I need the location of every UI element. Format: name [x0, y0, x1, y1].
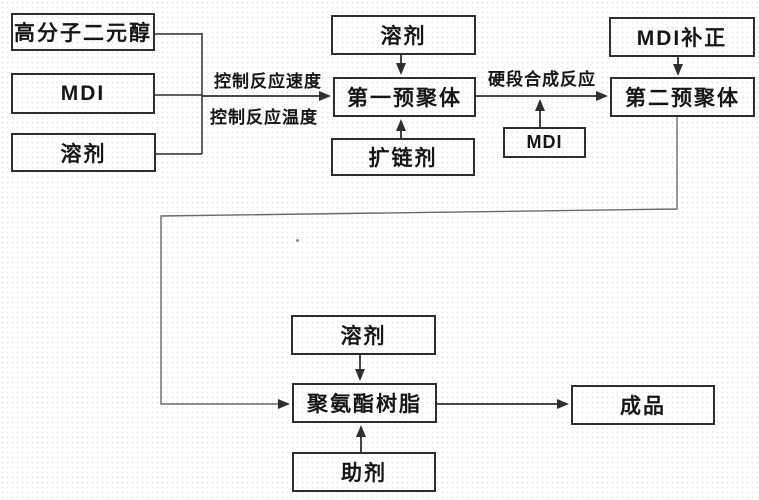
node-chain-extender-label: 扩链剂	[368, 147, 438, 170]
scan-speck	[296, 239, 299, 242]
node-mdi-correction-label: MDI补正	[636, 27, 728, 50]
node-solvent-left: 溶剂	[11, 133, 156, 172]
node-solvent-top: 溶剂	[331, 15, 476, 55]
node-solvent-top-label: 溶剂	[380, 25, 427, 48]
node-chain-extender: 扩链剂	[331, 138, 475, 176]
node-auxiliary-agent: 助剂	[292, 452, 436, 492]
node-mdi-left: MDI	[11, 73, 155, 114]
edge-label-hard-segment-synthesis: 硬段合成反应	[488, 70, 596, 89]
edge-label-control-reaction-temperature: 控制反应温度	[210, 108, 318, 127]
node-polyurethane-resin-label: 聚氨酯树脂	[307, 393, 422, 416]
node-solvent-bottom-label: 溶剂	[340, 325, 387, 348]
node-auxiliary-agent-label: 助剂	[341, 462, 387, 485]
node-solvent-left-label: 溶剂	[60, 142, 107, 166]
node-second-prepolymer-label: 第二预聚体	[625, 87, 740, 110]
node-mdi-left-label: MDI	[60, 81, 106, 105]
node-polymer-diol: 高分子二元醇	[11, 13, 155, 51]
node-mdi-correction: MDI补正	[609, 17, 755, 57]
node-mdi-mid-label: MDI	[526, 132, 563, 152]
node-first-prepolymer-label: 第一预聚体	[347, 87, 462, 110]
edge-second-prepolymer-to-polyurethane-resin	[160, 117, 678, 409]
node-polymer-diol-label: 高分子二元醇	[14, 22, 152, 45]
node-second-prepolymer: 第二预聚体	[610, 77, 755, 117]
node-solvent-bottom: 溶剂	[291, 315, 436, 355]
edge-label-control-reaction-speed: 控制反应速度	[214, 72, 322, 91]
node-mdi-mid: MDI	[503, 127, 586, 158]
node-first-prepolymer: 第一预聚体	[333, 77, 476, 117]
node-finished-product-label: 成品	[620, 395, 666, 418]
node-finished-product: 成品	[571, 385, 715, 425]
node-polyurethane-resin: 聚氨酯树脂	[292, 383, 437, 423]
